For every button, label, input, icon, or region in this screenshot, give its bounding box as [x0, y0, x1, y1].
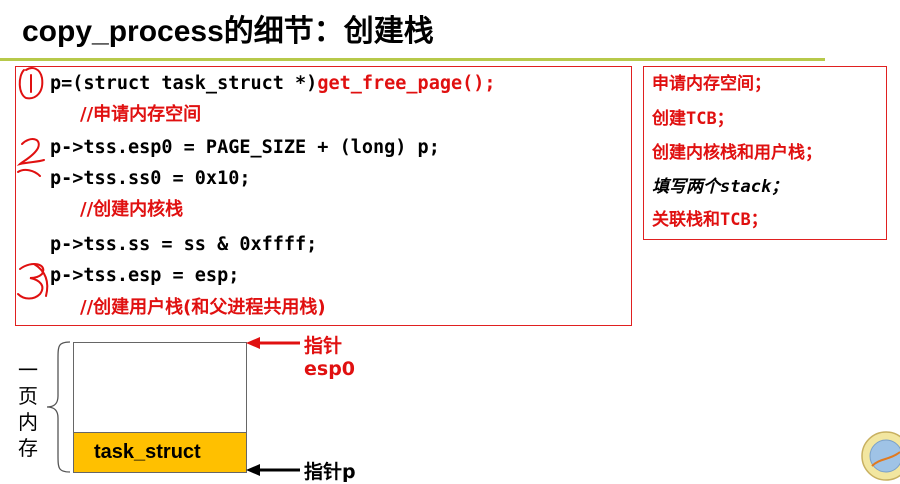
- handwritten-annotations: [16, 67, 49, 300]
- code-line-2: p->tss.esp0 = PAGE_SIZE + (long) p;: [50, 137, 440, 158]
- note-item: 创建TCB；: [652, 109, 734, 129]
- title-underline: [0, 58, 825, 61]
- task-struct-label: task_struct: [94, 441, 201, 463]
- comment-user-stack: //创建用户栈(和父进程共用栈): [80, 297, 326, 318]
- side-label-char: 一: [18, 358, 38, 382]
- comment-kernel-stack: //创建内核栈: [80, 199, 184, 220]
- code-line-3: p->tss.ss0 = 0x10;: [50, 168, 251, 189]
- code-box: [15, 66, 632, 326]
- summary-box: [643, 66, 887, 240]
- handwritten-mark-1: [18, 67, 44, 100]
- esp0-arrow: [246, 337, 300, 349]
- slide-title: copy_process的细节：创建栈: [22, 15, 434, 48]
- code-line-1: p=(struct task_struct *)get_free_page();: [50, 73, 496, 95]
- comment-alloc-memory: //申请内存空间: [80, 104, 202, 125]
- side-label-char: 内: [18, 410, 38, 434]
- page-brace: [46, 341, 71, 473]
- course-logo-icon: [861, 431, 900, 481]
- p-arrow: [246, 464, 300, 476]
- code-line-1-text: p=(struct task_struct *): [50, 73, 318, 94]
- side-label-char: 页: [18, 384, 38, 408]
- task-struct-block: task_struct: [74, 432, 246, 472]
- handwritten-mark-3: [17, 262, 45, 300]
- note-item: 填写两个stack；: [652, 177, 789, 197]
- code-line-4: p->tss.ss = ss & 0xffff;: [50, 234, 318, 255]
- p-pointer-label: 指针p: [304, 461, 356, 483]
- esp0-pointer-label: 指针: [304, 335, 343, 357]
- memory-page: task_struct: [73, 342, 247, 473]
- code-line-5: p->tss.esp = esp;: [50, 265, 240, 286]
- get-free-page-call: get_free_page();: [317, 73, 496, 94]
- note-item: 申请内存空间；: [652, 74, 771, 94]
- note-item: 关联栈和TCB；: [652, 210, 768, 230]
- note-item: 创建内核栈和用户栈；: [652, 143, 822, 163]
- handwritten-mark-2: [16, 138, 45, 166]
- side-label-char: 存: [18, 436, 38, 460]
- esp0-pointer-value: esp0: [304, 358, 356, 380]
